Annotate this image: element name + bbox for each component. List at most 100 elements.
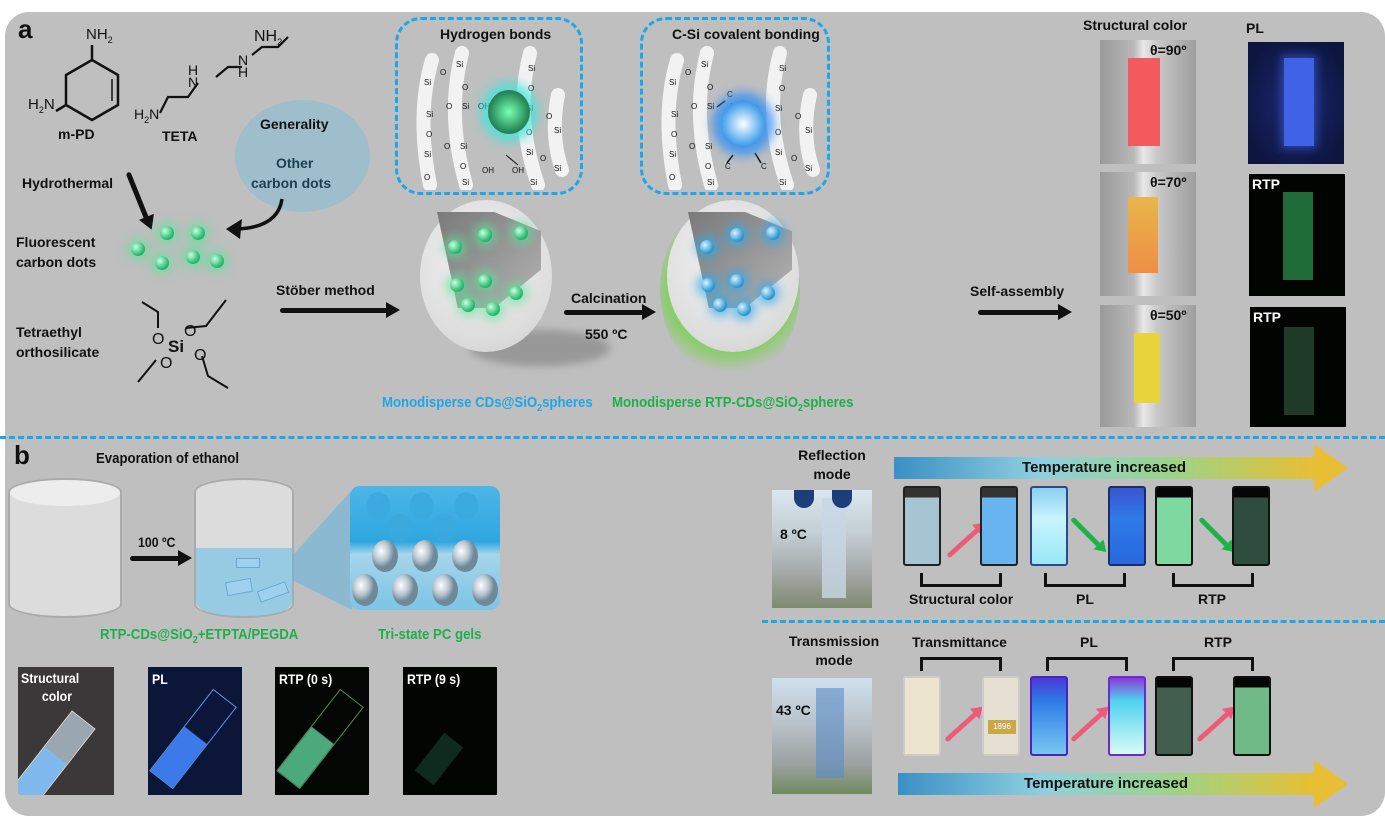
heat-arrow [130,550,192,566]
sphere2-label: Monodisperse RTP-CDs@SiO2spheres [612,394,854,414]
svg-text:Si: Si [775,104,782,113]
carbon-dot [186,250,200,264]
svg-text:Si: Si [426,110,433,119]
slide-structural-label: Structural color [21,670,80,704]
svg-text:Si: Si [424,78,431,87]
svg-text:O: O [160,355,172,372]
svg-text:O: O [546,112,552,121]
svg-text:Si: Si [462,102,469,111]
bracket-pl-t [1046,657,1128,671]
svg-text:Si: Si [456,60,463,69]
cuvette-rtp-cold [1155,486,1193,566]
cd-in-sphere [478,274,492,288]
svg-text:Si: Si [554,164,561,173]
carbon-dot [131,242,145,256]
slide-structural [18,710,96,795]
angle-90: θ=90º [1150,42,1187,58]
cuvette-pl-t-cold [1030,676,1068,756]
film-photo-70: θ=70º [1100,172,1196,296]
group-transmittance: Transmittance [912,634,1007,650]
panel-b-letter: b [14,440,30,470]
cuvette-rtp-t-warm [1233,676,1271,756]
m-pd-nh2: NH2 [86,26,113,45]
other-cd-line2: carbon dots [251,175,332,191]
hydrothermal-label: Hydrothermal [22,175,114,191]
teta-structure [159,36,289,114]
tweezer-right [832,490,852,508]
generality-bubble [235,100,370,212]
red-film [1128,58,1160,146]
slide-photo-rtp9: RTP (9 s) [403,667,497,795]
stober-label: Stöber method [276,282,375,298]
bracket-transmittance [920,657,1002,671]
mode-divider [762,620,1385,623]
slide-rtp9-label: RTP (9 s) [407,671,461,687]
calcination-temp: 550 ºC [585,326,628,342]
reflection-temp-bar: Temperature increased [894,444,1348,492]
evaporation-label: Evaporation of ethanol [96,450,240,467]
svg-text:Si: Si [554,126,561,135]
slide-rtp0 [276,688,364,790]
teta-label: TETA [162,128,198,144]
svg-text:O: O [184,323,196,340]
svg-text:O: O [426,130,432,139]
rtp-film-1 [1283,192,1313,280]
m-pd-label: m-PD [58,126,95,142]
mix-label: RTP-CDs@SiO2+ETPTA/PEGDA [100,626,299,646]
sphere1-label: Monodisperse CDs@SiO2spheres [382,394,593,414]
svg-text:OH: OH [478,102,490,111]
svg-text:O: O [791,154,797,163]
svg-text:Si: Si [669,150,676,159]
reflection-film [822,498,846,598]
pl-photo [1248,42,1344,164]
other-cd-line1: Other [276,155,314,171]
pl-header: PL [1246,20,1264,36]
svg-text:Si: Si [669,78,676,87]
transmission-temp-bar-label: Temperature increased [1024,775,1188,792]
rtp-cd-in-sphere [737,302,751,316]
beaker-empty-top [10,480,120,506]
cd-in-sphere [461,298,475,312]
cuvette-trans-warm: 1896 [982,676,1020,756]
transmission-building-photo: 43 ºC [772,678,872,794]
carbon-dot [160,226,174,240]
svg-text:O: O [446,102,452,111]
svg-text:Si: Si [779,64,786,73]
svg-text:Si: Si [530,178,537,187]
svg-text:Si: Si [779,178,786,187]
rtp-cd-in-sphere [730,228,744,242]
slide-rtp9 [414,732,464,786]
teta-h2n: H2N [134,106,160,125]
rtp-cd-in-sphere [700,240,714,254]
svg-text:OH: OH [482,166,494,175]
stober-arrow [280,302,400,318]
teta-nh2: NH2 [254,28,283,48]
cd-in-sphere [486,302,500,316]
svg-text:O: O [671,130,677,139]
bracket-rtp [1172,573,1254,587]
svg-text:Si: Si [526,148,533,157]
group-rtp-t: RTP [1204,634,1232,650]
transmission-temp: 43 ºC [776,702,811,718]
gel-label: Tri-state PC gels [378,626,482,643]
svg-text:O: O [528,84,534,93]
film-photo-50: θ=50º [1100,305,1196,427]
calcination-arrow [564,304,656,320]
pl-film [1284,58,1314,146]
svg-text:O: O [194,347,206,364]
svg-text:Si: Si [460,142,467,151]
transmission-temp-bar: Temperature increased [898,760,1348,808]
cuvette-trans-cold [903,676,941,756]
generality-arrow [226,198,284,239]
svg-text:Si: Si [701,60,708,69]
carbon-dot [210,254,224,268]
carbon-dot [191,226,205,240]
svg-text:OH: OH [512,166,524,175]
slide-pl [149,688,237,790]
group-pl-t: PL [1080,634,1098,650]
